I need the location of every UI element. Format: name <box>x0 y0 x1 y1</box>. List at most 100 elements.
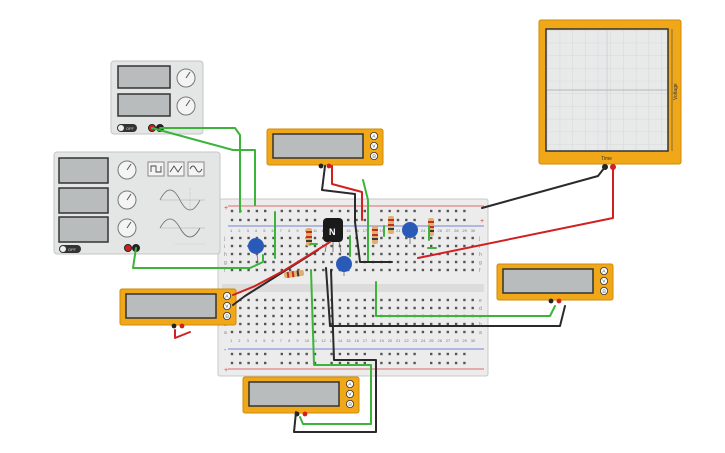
breadboard-hole[interactable] <box>446 298 449 302</box>
wire-red-mm2-probe[interactable] <box>174 329 191 339</box>
breadboard-hole[interactable] <box>463 268 466 272</box>
breadboard-hole[interactable] <box>272 306 275 310</box>
breadboard-hole[interactable] <box>313 260 317 264</box>
breadboard-hole[interactable] <box>380 322 383 326</box>
breadboard-hole[interactable] <box>363 298 366 302</box>
breadboard-hole[interactable] <box>454 260 458 264</box>
breadboard-hole[interactable] <box>264 314 267 318</box>
breadboard-hole[interactable] <box>396 298 400 302</box>
wire-black-mm4[interactable] <box>325 267 566 327</box>
rail-hole[interactable] <box>305 352 308 356</box>
resistor-5[interactable] <box>283 269 305 279</box>
breadboard-hole[interactable] <box>396 252 400 256</box>
breadboard-hole[interactable] <box>288 322 292 326</box>
multimeter-mode-button[interactable] <box>600 266 609 275</box>
rail-hole[interactable] <box>338 361 342 365</box>
breadboard-hole[interactable] <box>363 252 366 256</box>
rail-hole[interactable] <box>297 352 300 356</box>
breadboard-hole[interactable] <box>405 260 408 264</box>
breadboard-hole[interactable] <box>313 244 317 248</box>
breadboard-hole[interactable] <box>363 306 366 310</box>
function-generator[interactable]: OFF <box>53 151 221 255</box>
breadboard-hole[interactable] <box>322 330 325 334</box>
breadboard-hole[interactable] <box>405 330 408 334</box>
breadboard-hole[interactable] <box>264 330 267 334</box>
breadboard-hole[interactable] <box>371 306 375 310</box>
rail-hole[interactable] <box>239 352 242 356</box>
wire-green-psu-2[interactable] <box>151 127 234 151</box>
breadboard-hole[interactable] <box>446 260 449 264</box>
rail-hole[interactable] <box>380 209 383 213</box>
rail-hole[interactable] <box>247 352 250 356</box>
breadboard-hole[interactable] <box>454 306 458 310</box>
dc-power-supply[interactable]: OFF <box>110 60 204 135</box>
multimeter-mode-button[interactable] <box>345 389 354 398</box>
breadboard-hole[interactable] <box>322 314 325 318</box>
breadboard-hole[interactable] <box>230 330 234 334</box>
multimeter-mode-button[interactable] <box>222 311 231 320</box>
wire-red-mm1[interactable] <box>331 165 363 221</box>
breadboard-hole[interactable] <box>255 260 259 264</box>
breadboard-hole[interactable] <box>421 268 425 272</box>
rail-hole[interactable] <box>347 361 350 365</box>
breadboard-hole[interactable] <box>371 314 375 318</box>
breadboard-hole[interactable] <box>413 330 416 334</box>
rail-hole[interactable] <box>239 361 242 365</box>
breadboard-hole[interactable] <box>413 268 416 272</box>
breadboard-hole[interactable] <box>322 268 325 272</box>
wires[interactable] <box>132 127 614 433</box>
breadboard-hole[interactable] <box>347 252 350 256</box>
rail-hole[interactable] <box>446 209 449 213</box>
multimeter-4[interactable]: AVΩ <box>496 263 614 304</box>
breadboard-hole[interactable] <box>272 244 275 248</box>
breadboard-hole[interactable] <box>413 260 416 264</box>
breadboard-hole[interactable] <box>280 330 283 334</box>
rail-hole[interactable] <box>288 218 292 222</box>
breadboard-hole[interactable] <box>463 322 466 326</box>
breadboard-hole[interactable] <box>396 244 400 248</box>
multimeter-mode-button[interactable] <box>222 301 231 310</box>
breadboard-hole[interactable] <box>396 260 400 264</box>
rail-hole[interactable] <box>305 218 308 222</box>
breadboard-hole[interactable] <box>421 236 425 240</box>
rail-hole[interactable] <box>288 352 292 356</box>
breadboard-hole[interactable] <box>463 260 466 264</box>
breadboard-hole[interactable] <box>280 322 283 326</box>
multimeter-mode-button[interactable] <box>369 151 378 160</box>
multimeter-1[interactable]: AVΩ <box>266 128 384 169</box>
components[interactable]: N <box>248 216 434 279</box>
rail-hole[interactable] <box>280 209 283 213</box>
rail-hole[interactable] <box>288 209 292 213</box>
rail-hole[interactable] <box>264 352 267 356</box>
rail-hole[interactable] <box>388 209 391 213</box>
breadboard-hole[interactable] <box>280 306 283 310</box>
breadboard-hole[interactable] <box>264 306 267 310</box>
breadboard-hole[interactable] <box>297 306 300 310</box>
multimeter-mode-button[interactable] <box>345 399 354 408</box>
breadboard-hole[interactable] <box>347 330 350 334</box>
breadboard-hole[interactable] <box>355 260 358 264</box>
wire-red-scope[interactable] <box>417 166 614 259</box>
rail-hole[interactable] <box>438 352 441 356</box>
breadboard-hole[interactable] <box>247 268 250 272</box>
breadboard-hole[interactable] <box>463 330 466 334</box>
breadboard-hole[interactable] <box>446 252 449 256</box>
multimeter-negative-probe[interactable] <box>171 323 177 329</box>
breadboard-hole[interactable] <box>438 322 441 326</box>
breadboard-hole[interactable] <box>371 244 375 248</box>
rail-hole[interactable] <box>297 218 300 222</box>
breadboard-hole[interactable] <box>347 322 350 326</box>
breadboard-hole[interactable] <box>405 244 408 248</box>
breadboard-hole[interactable] <box>347 236 350 240</box>
rail-hole[interactable] <box>405 352 408 356</box>
rail-hole[interactable] <box>280 218 283 222</box>
breadboard-hole[interactable] <box>297 298 300 302</box>
multimeter-mode-button[interactable] <box>222 291 231 300</box>
breadboard-hole[interactable] <box>239 260 242 264</box>
breadboard-hole[interactable] <box>239 244 242 248</box>
breadboard-hole[interactable] <box>454 322 458 326</box>
breadboard-hole[interactable] <box>280 298 283 302</box>
multimeter-mode-button[interactable] <box>369 141 378 150</box>
rail-hole[interactable] <box>396 361 400 365</box>
